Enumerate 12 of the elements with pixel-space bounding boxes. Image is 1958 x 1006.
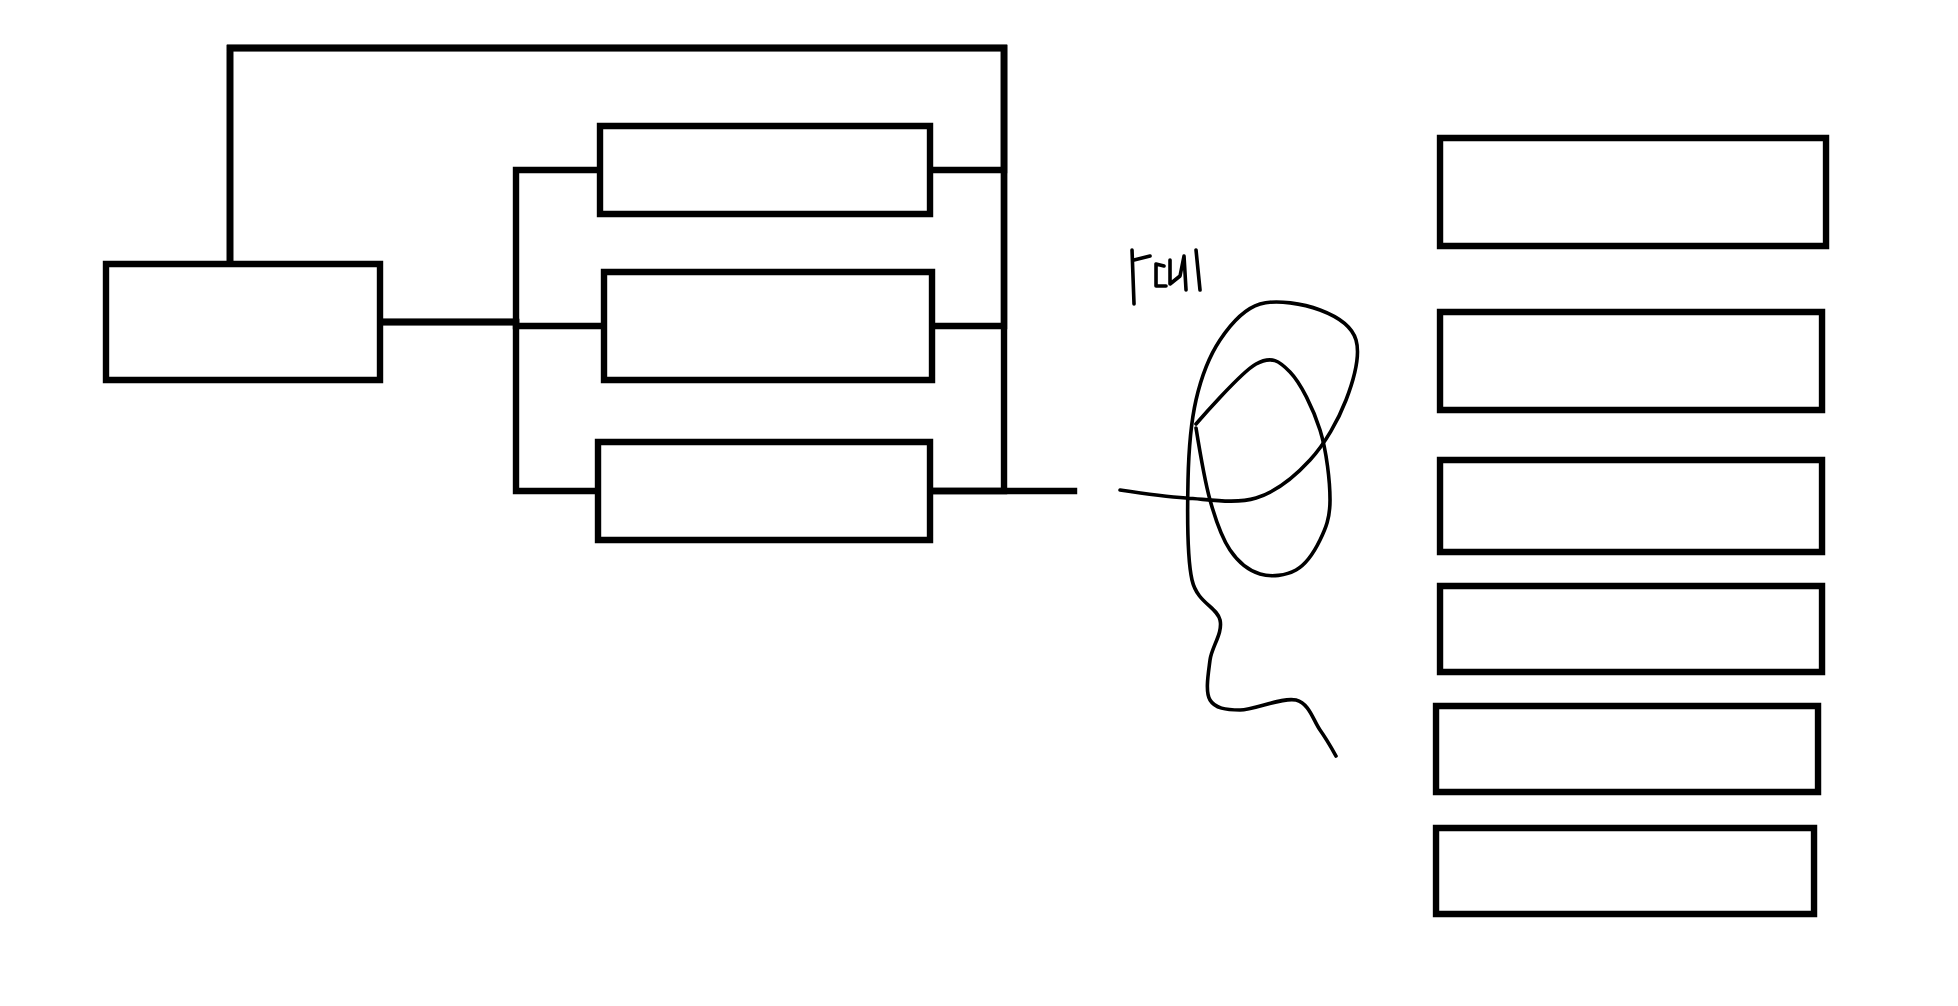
box bbox=[1436, 134, 1830, 250]
box bbox=[1436, 456, 1826, 556]
box bbox=[594, 438, 934, 544]
box bbox=[1436, 582, 1826, 676]
box bbox=[1432, 824, 1818, 918]
box bbox=[596, 122, 934, 218]
connector-line bbox=[930, 487, 1078, 495]
box bbox=[102, 260, 384, 384]
box bbox=[1436, 308, 1826, 414]
connector-line bbox=[380, 318, 598, 495]
box bbox=[600, 268, 936, 384]
box bbox=[1432, 702, 1822, 796]
